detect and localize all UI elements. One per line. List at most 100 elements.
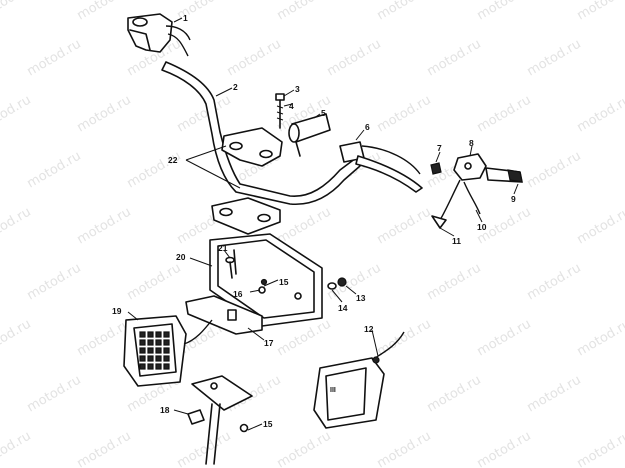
callout-21: 21 xyxy=(218,243,228,253)
callout-3: 3 xyxy=(295,84,300,94)
clamp-bolt xyxy=(275,93,285,129)
watermark-text: motod.ru xyxy=(375,0,434,23)
handlebar-clamp-lower xyxy=(211,197,281,235)
brake-lever xyxy=(339,141,423,193)
handlebar-clamp-upper xyxy=(221,127,283,167)
callout-4: 4 xyxy=(289,101,294,111)
watermark-text: motod.ru xyxy=(275,429,334,468)
grille-cell xyxy=(139,331,146,338)
watermark-text: motod.ru xyxy=(0,93,34,136)
watermark-text: motod.ru xyxy=(25,37,84,80)
stem-nut xyxy=(239,423,249,433)
grille-cell xyxy=(139,339,146,346)
watermark-text: motod.ru xyxy=(0,429,34,468)
grille-cell xyxy=(155,339,162,346)
callout-9: 9 xyxy=(511,194,516,204)
svg-text:III: III xyxy=(330,387,336,394)
watermark-text: motod.ru xyxy=(75,93,134,136)
callout-6: 6 xyxy=(365,122,370,132)
watermark-text: motod.ru xyxy=(75,0,134,23)
headlight xyxy=(123,315,213,387)
watermark-text: motod.ru xyxy=(75,205,134,248)
watermark-text: motod.ru xyxy=(225,37,284,80)
watermark-text: motod.ru xyxy=(375,429,434,468)
watermark-text: motod.ru xyxy=(575,205,625,248)
callout-18: 18 xyxy=(160,405,170,415)
callout-16: 16 xyxy=(233,289,243,299)
watermark-text: motod.ru xyxy=(25,261,84,304)
watermark-text: motod.ru xyxy=(525,37,584,80)
watermark-text: motod.ru xyxy=(275,205,334,248)
throttle-housing xyxy=(127,13,191,57)
watermark-text: motod.ru xyxy=(25,373,84,416)
grille-cell xyxy=(163,363,170,370)
watermark-text: motod.ru xyxy=(0,205,34,248)
callout-13: 13 xyxy=(356,293,366,303)
stem-plate xyxy=(191,375,253,465)
grille-cell xyxy=(147,339,154,346)
clip xyxy=(187,409,205,425)
watermark-text: motod.ru xyxy=(275,0,334,23)
callout-labels: 1 2 3 4 5 6 7 8 9 10 11 12 13 14 15 16 1… xyxy=(112,13,516,429)
callout-leaders xyxy=(127,17,519,431)
watermark-text: motod.ru xyxy=(575,429,625,468)
grille-cell xyxy=(155,331,162,338)
grille-cell xyxy=(163,339,170,346)
bracket-bolt xyxy=(225,256,235,279)
callout-7: 7 xyxy=(437,143,442,153)
watermark-text: motod.ru xyxy=(525,373,584,416)
watermark-text: motod.ru xyxy=(425,37,484,80)
callout-22: 22 xyxy=(168,155,178,165)
watermark-text: motod.ru xyxy=(475,93,534,136)
grille-cell xyxy=(147,347,154,354)
callout-5: 5 xyxy=(321,108,326,118)
callout-2: 2 xyxy=(233,82,238,92)
grille-cell xyxy=(147,331,154,338)
handlebar xyxy=(161,61,361,205)
watermark-text: motod.ru xyxy=(125,261,184,304)
watermark-text: motod.ru xyxy=(425,373,484,416)
callout-19: 19 xyxy=(112,306,122,316)
watermark-text: motod.ru xyxy=(575,317,625,360)
grille-cell xyxy=(163,331,170,338)
watermark-text: motod.ru xyxy=(525,149,584,192)
nut-washer xyxy=(327,277,347,290)
watermark-text: motod.ru xyxy=(425,261,484,304)
callout-14: 14 xyxy=(338,303,348,313)
callout-15-upper: 15 xyxy=(279,277,289,287)
switch-assembly xyxy=(430,153,523,229)
callout-8: 8 xyxy=(469,138,474,148)
grille-cell xyxy=(139,355,146,362)
callout-1: 1 xyxy=(183,13,188,23)
watermark-text: motod.ru xyxy=(25,149,84,192)
watermark-text: motod.ru xyxy=(75,429,134,468)
callout-12: 12 xyxy=(364,324,374,334)
watermark-text: motod.ru xyxy=(0,0,34,23)
callout-15-lower: 15 xyxy=(263,419,273,429)
grille-cell xyxy=(147,363,154,370)
grille-cell xyxy=(139,347,146,354)
watermark-text: motod.ru xyxy=(525,261,584,304)
grille-cell xyxy=(155,363,162,370)
grille-cell xyxy=(155,347,162,354)
callout-10: 10 xyxy=(477,222,487,232)
watermark-text: motod.ru xyxy=(325,261,384,304)
watermark-text: motod.ru xyxy=(325,37,384,80)
watermark-text: motod.ru xyxy=(575,0,625,23)
watermark-text: motod.ru xyxy=(475,317,534,360)
callout-20: 20 xyxy=(176,252,186,262)
watermark-text: motod.ru xyxy=(475,429,534,468)
watermark-text: motod.ru xyxy=(0,317,34,360)
watermark-text: motod.ru xyxy=(375,205,434,248)
watermark-text: motod.ru xyxy=(475,0,534,23)
mount-plate xyxy=(185,295,263,335)
grille-cell xyxy=(139,363,146,370)
watermark-text: motod.ru xyxy=(175,429,234,468)
grille-cell xyxy=(163,355,170,362)
grille-cell xyxy=(155,355,162,362)
watermark-text: motod.ru xyxy=(375,93,434,136)
grille-cell xyxy=(147,355,154,362)
taillight: III xyxy=(313,331,405,429)
